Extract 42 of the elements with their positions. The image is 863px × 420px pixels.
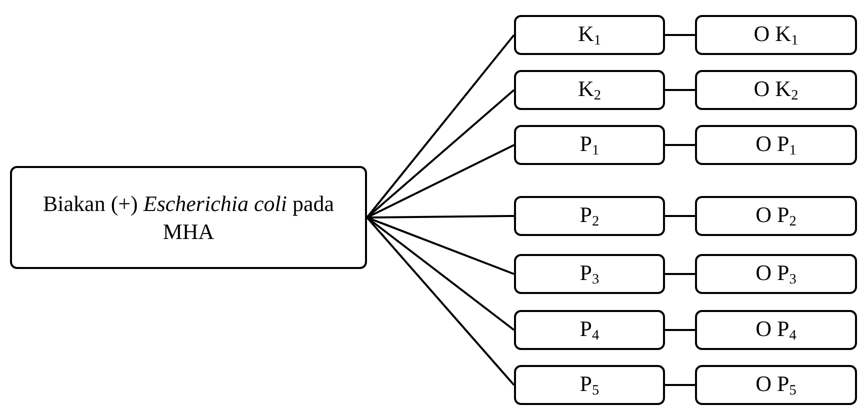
process-box [514,125,665,165]
process-box [514,196,665,236]
process-box [695,196,857,236]
connector-line [665,34,695,36]
process-box [695,254,857,294]
box-label: P$_{4}$ [580,314,600,346]
process-box [695,365,857,405]
box-label: K$_{1}$ [578,20,602,50]
connector-line [366,216,514,275]
box-label: P$_{5}$ [580,370,600,400]
connector-line [665,89,695,91]
box-label: O P$_{1}$ [756,130,796,160]
connector-line [366,216,515,386]
box-label: O P$_{4}$ [756,314,796,346]
process-box [514,70,665,110]
box-label: O P$_{5}$ [756,370,796,400]
source-box [10,166,367,269]
box-label: O P$_{2}$ [756,200,796,232]
process-box [695,15,857,55]
process-box [514,365,665,405]
connector-line [366,34,515,218]
box-label: P$_{1}$ [580,130,600,160]
box-label: Biakan (+) Escherichia coli pada MHA [42,190,335,245]
connector-line [366,144,514,218]
process-box [514,310,665,350]
box-label: O K$_{1}$ [754,20,798,50]
connector-line [367,215,514,218]
process-box [514,15,665,55]
connector-line [665,273,695,275]
box-label: P$_{2}$ [580,200,600,232]
box-label: P$_{3}$ [580,258,600,290]
box-label: K$_{2}$ [578,74,602,106]
connector-line [665,215,695,217]
connector-line [665,144,695,146]
box-label: O P$_{3}$ [756,258,796,290]
connector-line [665,329,695,331]
process-box [695,310,857,350]
process-box [514,254,665,294]
process-box [695,125,857,165]
box-label: O K$_{2}$ [754,74,798,106]
connector-line [665,384,695,386]
process-box [695,70,857,110]
